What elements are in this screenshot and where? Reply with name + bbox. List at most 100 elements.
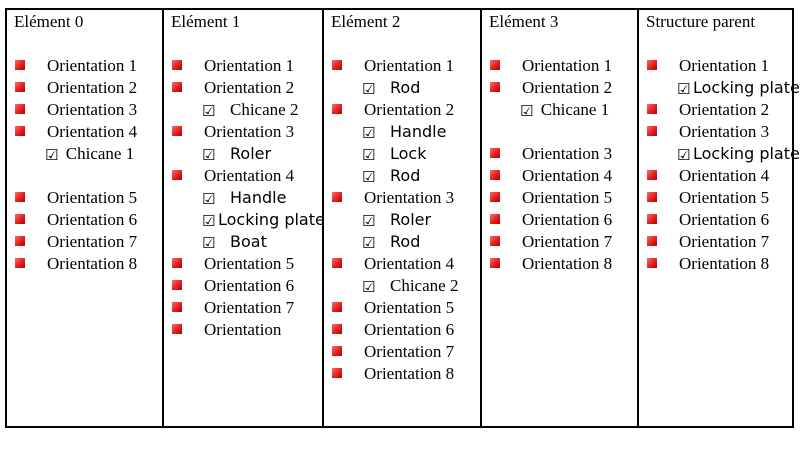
list-item-orientation: Orientation 7 <box>164 297 322 319</box>
list-item-label: Locking plate <box>693 78 800 97</box>
checked-box-icon: ☑ <box>202 212 216 230</box>
list-item-orientation: Orientation 4 <box>639 165 792 187</box>
list-item-orientation: Orientation 2 <box>482 77 637 99</box>
red-square-bullet-icon <box>172 258 182 268</box>
list-item-checked: ☑Boat <box>164 231 322 253</box>
list-item-label: Chicane 1 <box>540 100 610 119</box>
list-item-label: Orientation 7 <box>679 232 770 251</box>
list-item-label: Orientation 2 <box>47 78 138 97</box>
list-item-orientation: Orientation 4 <box>164 165 322 187</box>
list-item-label: Orientation 6 <box>522 210 613 229</box>
checked-box-icon: ☑ <box>362 146 376 164</box>
list-item-orientation: Orientation 7 <box>7 231 162 253</box>
list-item-checked: ☑Locking plate <box>639 77 800 99</box>
list-item-orientation: Orientation 2 <box>639 99 792 121</box>
list-item-label: Orientation 1 <box>204 56 295 75</box>
checked-box-icon: ☑ <box>202 234 216 252</box>
list-item-orientation: Orientation 3 <box>324 187 480 209</box>
list-item-checked: ☑Rod <box>324 165 480 187</box>
red-square-bullet-icon <box>490 170 500 180</box>
list-item-label: Orientation 8 <box>522 254 613 273</box>
red-square-bullet-icon <box>15 258 25 268</box>
checked-box-icon: ☑ <box>677 146 691 164</box>
list-item-label: Orientation 6 <box>47 210 138 229</box>
red-square-bullet-icon <box>15 126 25 136</box>
list-item-checked: ☑Rod <box>324 231 480 253</box>
checked-box-icon: ☑ <box>45 146 59 164</box>
list-item-label: Orientation <box>204 320 282 339</box>
list-item-checked: ☑ Lock <box>324 143 480 165</box>
list-item-label: Orientation 4 <box>204 166 295 185</box>
list-item-label: Orientation 4 <box>679 166 770 185</box>
red-square-bullet-icon <box>172 82 182 92</box>
list-item-orientation: Orientation <box>164 319 322 341</box>
list-item-checked: ☑ Rod <box>324 77 480 99</box>
red-square-bullet-icon <box>490 82 500 92</box>
red-square-bullet-icon <box>172 302 182 312</box>
list-item-label: Lock <box>390 144 427 163</box>
red-square-bullet-icon <box>332 192 342 202</box>
list-item-orientation: Orientation 8 <box>639 253 792 275</box>
column-header: Elément 1 <box>171 12 241 31</box>
checked-box-icon: ☑ <box>677 80 691 98</box>
list-item-orientation: Orientation 8 <box>482 253 637 275</box>
red-square-bullet-icon <box>15 104 25 114</box>
list-item-label: Chicane 1 <box>65 144 135 163</box>
list-item-label: Orientation 5 <box>679 188 770 207</box>
list-item-label: Orientation 5 <box>522 188 613 207</box>
column-header: Elément 2 <box>331 12 401 31</box>
column-header: Elément 0 <box>14 12 84 31</box>
red-square-bullet-icon <box>172 126 182 136</box>
list-item-label: Orientation 5 <box>204 254 295 273</box>
red-square-bullet-icon <box>172 170 182 180</box>
list-item-orientation: Orientation 2 <box>164 77 322 99</box>
list-item-orientation: Orientation 6 <box>7 209 162 231</box>
list-item-label: Chicane 2 <box>230 100 299 119</box>
list-item-checked: ☑Chicane 2 <box>164 99 322 121</box>
list-item-label: Rod <box>390 78 421 97</box>
list-item-orientation: Orientation 1 <box>482 55 637 77</box>
red-square-bullet-icon <box>647 170 657 180</box>
list-item-orientation: Orientation 5 <box>7 187 162 209</box>
list-item-checked: ☑Locking plate <box>639 143 800 165</box>
red-square-bullet-icon <box>15 60 25 70</box>
list-item-checked: ☑Locking plate <box>164 209 325 231</box>
list-item-label: Orientation 7 <box>204 298 295 317</box>
red-square-bullet-icon <box>332 104 342 114</box>
red-square-bullet-icon <box>332 258 342 268</box>
list-item-orientation: Orientation 5 <box>482 187 637 209</box>
list-item-label: Roler <box>390 210 432 229</box>
list-item-label: Orientation 1 <box>679 56 770 75</box>
list-item-orientation: Orientation 1 <box>7 55 162 77</box>
list-item-orientation: Orientation 6 <box>324 319 480 341</box>
list-item-orientation: Orientation 5 <box>164 253 322 275</box>
list-item-label: Handle <box>230 188 287 207</box>
column-header: Elément 3 <box>489 12 559 31</box>
red-square-bullet-icon <box>15 214 25 224</box>
list-item-orientation: Orientation 7 <box>639 231 792 253</box>
list-item-label: Locking plate <box>693 144 800 163</box>
list-item-label: Chicane 2 <box>390 276 459 295</box>
list-item-orientation: Orientation 4 <box>7 121 162 143</box>
red-square-bullet-icon <box>490 236 500 246</box>
red-square-bullet-icon <box>172 280 182 290</box>
list-item-orientation: Orientation 3 <box>639 121 792 143</box>
checked-box-icon: ☑ <box>362 80 376 98</box>
list-item-checked: ☑Handle <box>164 187 322 209</box>
checked-box-icon: ☑ <box>362 124 376 142</box>
list-item-label: Orientation 2 <box>364 100 455 119</box>
red-square-bullet-icon <box>332 324 342 334</box>
list-item-label: Orientation 8 <box>679 254 770 273</box>
red-square-bullet-icon <box>647 214 657 224</box>
list-item-orientation: Orientation 5 <box>324 297 480 319</box>
list-item-label: Orientation 3 <box>522 144 613 163</box>
list-item-label: Roler <box>230 144 272 163</box>
list-item-orientation: Orientation 6 <box>164 275 322 297</box>
list-item-label: Orientation 5 <box>47 188 138 207</box>
